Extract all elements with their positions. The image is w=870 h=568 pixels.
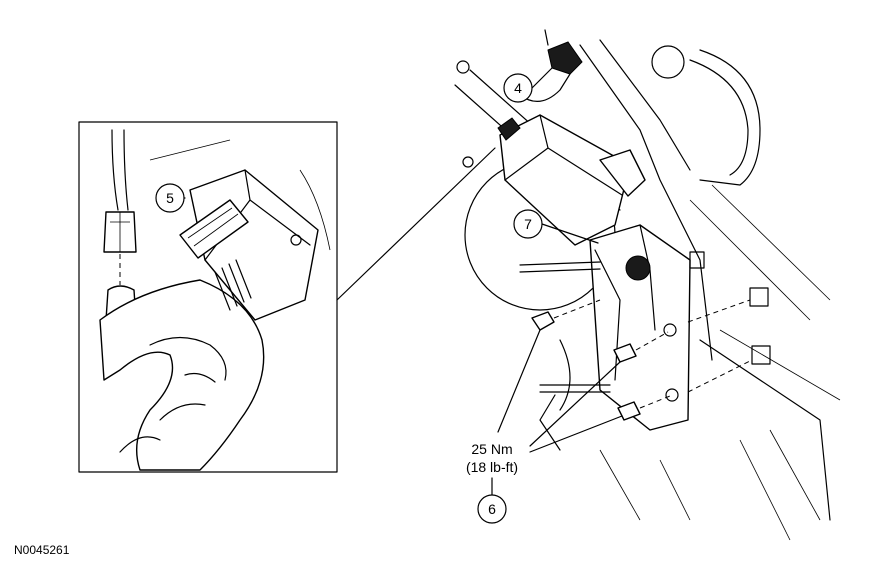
- detail-inset: [78, 121, 338, 473]
- clip-nut-1: [689, 251, 705, 269]
- bolt-middle: [613, 343, 637, 363]
- callout-6: 6: [477, 494, 507, 524]
- svg-text:7: 7: [524, 216, 532, 232]
- callout-5: 5: [155, 183, 185, 213]
- svg-text:6: 6: [488, 501, 496, 517]
- callout-7: 7: [513, 209, 543, 239]
- svg-text:4: 4: [514, 80, 522, 96]
- inset-leader: [336, 147, 496, 301]
- torque-imperial: (18 lb-ft): [466, 459, 518, 475]
- clip-nut-2: [749, 287, 769, 307]
- torque-metric: 25 Nm: [471, 441, 512, 457]
- figure-id: N0045261: [14, 543, 70, 557]
- svg-text:5: 5: [166, 190, 174, 206]
- main-view: [454, 29, 841, 541]
- clip-nut-3: [751, 345, 771, 365]
- bolt-upper: [531, 311, 555, 331]
- callout-4: 4: [503, 73, 533, 103]
